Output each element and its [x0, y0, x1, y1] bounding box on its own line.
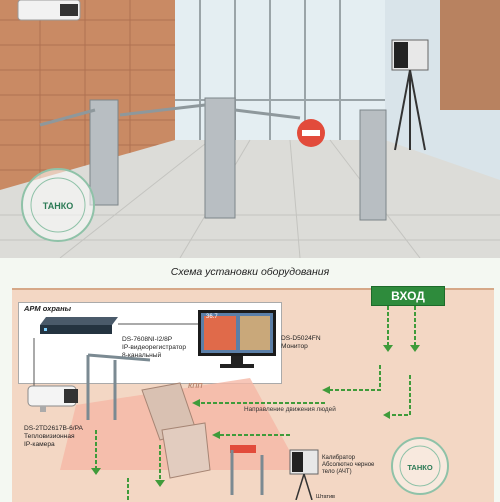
nvr-type: IP-видеорегистратор	[122, 344, 187, 351]
stamp-logo	[21, 168, 95, 242]
checkpoint-label: КПП	[188, 383, 203, 390]
camera-model: DS-2TD2617B-6/PA	[24, 425, 83, 432]
nvr-channels: 8-канальный	[122, 352, 162, 359]
monitor-device	[198, 310, 276, 368]
scheme-caption: Схема установки оборудования	[170, 266, 330, 278]
tripod-label: Штатив	[316, 494, 335, 500]
svg-text:ТАНКО: ТАНКО	[407, 463, 433, 472]
monitor-type: Монитор	[281, 343, 308, 350]
installation-photo: ТАНКО	[0, 0, 500, 258]
entrance-sign: ВХОД	[371, 286, 445, 306]
calibrator-desc: Абсолютно черное	[322, 462, 375, 468]
arm-label: АРМ охраны	[24, 304, 72, 313]
calibrator-desc2: тело (АЧТ)	[322, 469, 352, 475]
camera-type: Тепловизионная	[24, 433, 75, 440]
nvr-device	[40, 317, 118, 334]
camera-kind: IP-камера	[24, 441, 55, 448]
monitor-model: DS-D5024FN	[281, 335, 321, 342]
monitor-screen-reading: 36.7	[206, 314, 218, 320]
calibrator-name: Калибратор	[322, 455, 356, 461]
thermal-camera	[27, 385, 78, 412]
nvr-model: DS-7608NI-I2/8P	[122, 336, 173, 343]
flow-direction-label: Направление движения людей	[244, 406, 336, 413]
svg-text:ТАНКО: ТАНКО	[43, 201, 73, 211]
